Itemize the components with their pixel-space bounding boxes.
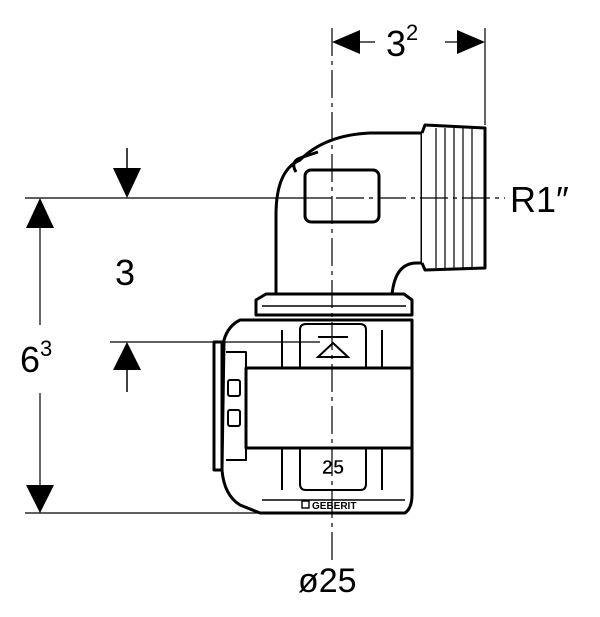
- size-marking: 25: [322, 457, 344, 479]
- dim-pipe-diameter: ø25: [298, 562, 357, 600]
- side-clip: [212, 340, 224, 472]
- elbow-body: [274, 131, 424, 297]
- elbow-window: [303, 168, 381, 224]
- dimension-lines: [25, 28, 486, 514]
- brand-mark: GEBERIT: [312, 501, 356, 512]
- dimension-arrows: [26, 30, 485, 513]
- collar: [254, 292, 414, 317]
- dim-thread-label: R1″: [510, 179, 569, 220]
- fitting-outline: [212, 123, 487, 515]
- elbow-ridge: [292, 150, 319, 173]
- center-lines: [331, 28, 505, 560]
- dim-height-total: 63: [20, 336, 52, 380]
- brand-logo-square: [301, 500, 310, 509]
- press-band: [244, 366, 414, 450]
- dim-height-inner: 3: [115, 252, 135, 293]
- press-indicator-icon: [315, 336, 351, 358]
- dim-top-width: 32: [386, 20, 418, 64]
